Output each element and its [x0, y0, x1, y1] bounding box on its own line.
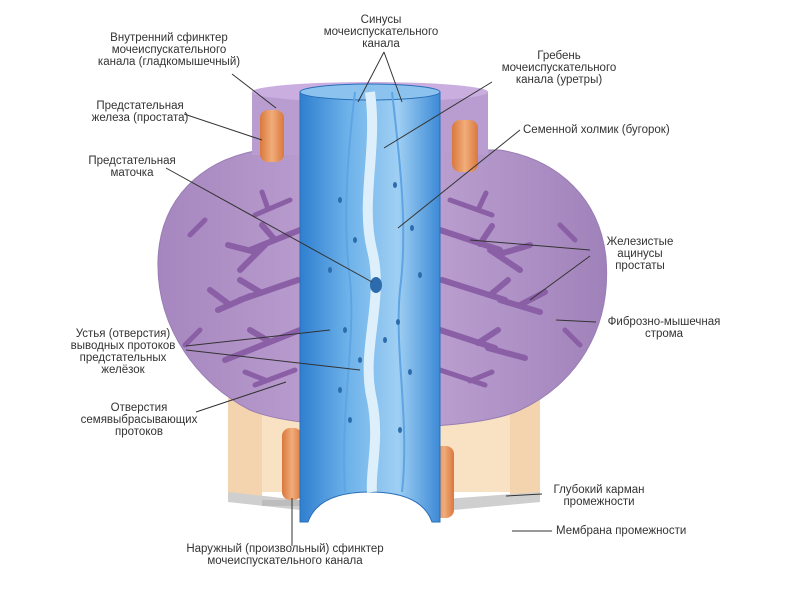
leader-lines [165, 51, 597, 546]
label-duct-openings: Устья (отверстия) выводных протоков пред… [70, 328, 176, 376]
label-internal-sphincter: Внутренний сфинктер мочеиспускательного … [97, 32, 241, 68]
internal-sphincter [260, 110, 478, 172]
glandular-acini [182, 189, 583, 388]
label-fibromuscular-stroma: Фиброзно-мышечная строма [607, 316, 721, 340]
label-glandular-acini: Железистые ацинусы простаты [606, 236, 674, 272]
label-seminal-colliculus: Семенной холмик (бугорок) [523, 124, 670, 136]
label-prostatic-utricle: Предстательная маточка [88, 155, 176, 179]
label-ejaculatory-openings: Отверстия семявыбрасывающих протоков [80, 402, 198, 438]
label-deep-pouch: Глубокий карман промежности [553, 484, 645, 508]
duct-openings [328, 182, 422, 433]
label-perineal-membrane: Мембрана промежности [556, 525, 687, 537]
label-external-sphincter: Наружный (произвольный) сфинктер мочеисп… [186, 543, 384, 567]
label-urethral-crest: Гребень мочеиспускательного канала (урет… [501, 50, 617, 86]
label-sinuses: Синусы мочеиспускательного канала [323, 14, 439, 50]
perineal-membrane [228, 492, 540, 512]
label-prostate-gland: Предстательная железа (простата) [91, 100, 189, 124]
urethra-lumen [299, 83, 441, 523]
